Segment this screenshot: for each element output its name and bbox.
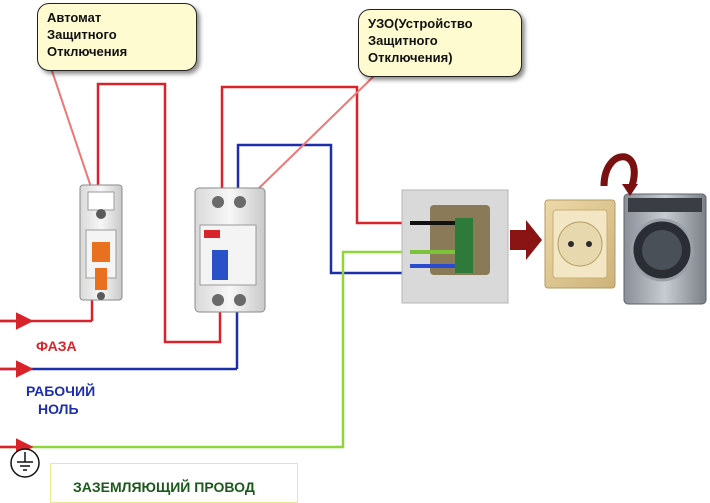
phase-label: ФАЗА (36, 338, 77, 354)
socket-image (544, 199, 616, 289)
rcd-pointer-line (254, 74, 376, 193)
arrow-right-icon (510, 220, 542, 260)
rcd-callout-line-3: Отключения) (368, 50, 453, 65)
curved-arrow-icon (600, 153, 638, 188)
breaker-pointer-line (49, 64, 93, 191)
curved-arrow-head-icon (622, 184, 638, 196)
breaker-callout-line-1: Автомат (47, 10, 102, 25)
phase-wire (0, 82, 410, 344)
rcd-callout-line-2: Защитного (368, 33, 438, 48)
rcd-callout-line-1: УЗО(Устройство (368, 16, 473, 31)
neutral-wire (0, 143, 410, 371)
neutral-label-line-1: РАБОЧИЙ (26, 383, 96, 399)
rcd-device (194, 187, 266, 313)
ground-symbol-icon (10, 448, 40, 478)
ground-label-box: ЗАЗЕМЛЯЮЩИЙ ПРОВОД (50, 463, 298, 503)
ground-wire (0, 250, 410, 449)
washing-machine-image (623, 193, 707, 305)
neutral-label-line-2: НОЛЬ (38, 401, 79, 417)
circuit-breaker-device (79, 184, 123, 301)
breaker-callout-line-2: Защитного (47, 27, 117, 42)
rcd-callout: УЗО(Устройство Защитного Отключения) (358, 9, 522, 77)
breaker-callout: Автомат Защитного Отключения (37, 3, 197, 71)
breaker-callout-line-3: Отключения (47, 44, 128, 59)
ground-label: ЗАЗЕМЛЯЮЩИЙ ПРОВОД (73, 479, 255, 495)
junction-box-photo (401, 189, 509, 304)
